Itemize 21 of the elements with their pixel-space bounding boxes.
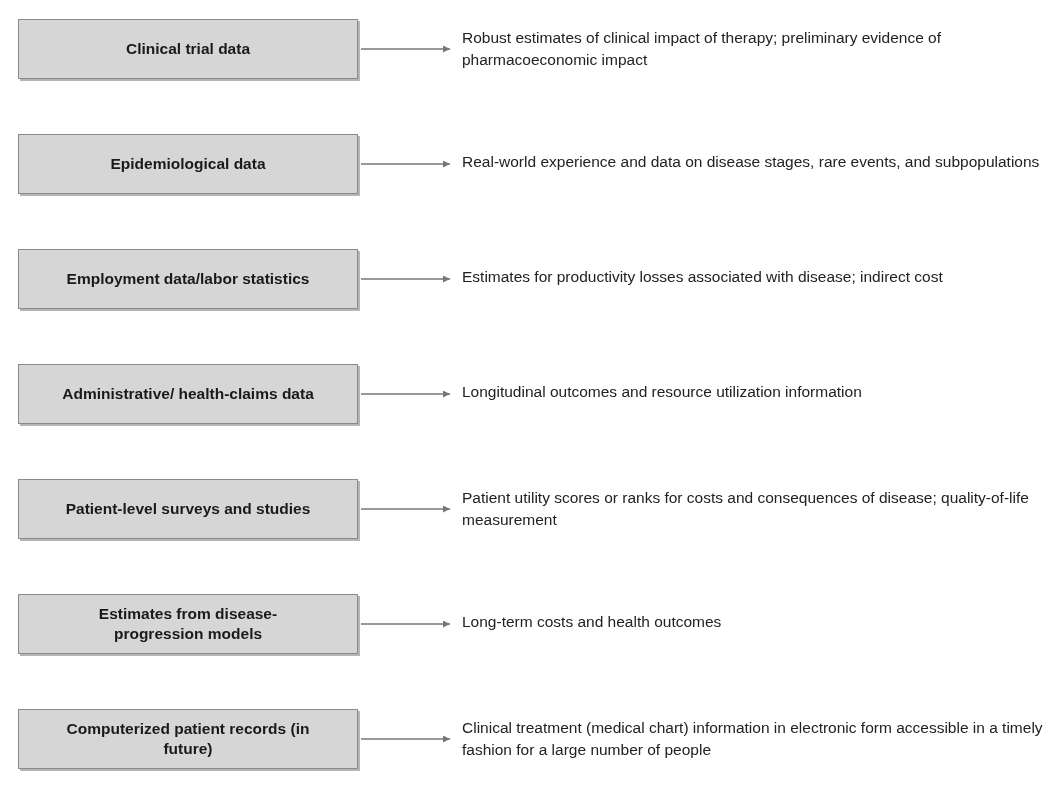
arrow	[360, 160, 451, 168]
description-text: Robust estimates of clinical impact of therapy; preliminary evidence of pharmacoeconomic impact	[462, 28, 942, 70]
description-text: Real-world experience and data on disease stages, rare events, and subpopulations	[462, 152, 1040, 173]
source-box: Patient-level surveys and studies	[18, 479, 358, 539]
source-box: Administrative/ health-claims data	[18, 364, 358, 424]
arrow	[360, 275, 451, 283]
source-box: Computerized patient records (in future)	[18, 709, 358, 769]
source-box: Epidemiological data	[18, 134, 358, 194]
description-text: Estimates for productivity losses associated with disease; indirect cost	[462, 267, 943, 288]
arrow	[360, 45, 451, 53]
description-text: Longitudinal outcomes and resource utilization information	[462, 382, 862, 403]
arrow	[360, 505, 451, 513]
description-text: Patient utility scores or ranks for costs and consequences of disease; quality-of-life measurement	[462, 488, 1030, 530]
arrow	[360, 620, 451, 628]
arrow	[360, 735, 451, 743]
description-text: Long-term costs and health outcomes	[462, 612, 722, 633]
arrow	[360, 390, 451, 398]
source-box: Employment data/labor statistics	[18, 249, 358, 309]
description-text: Clinical treatment (medical chart) information in electronic form accessible in a timely fashion for a large number of people	[462, 718, 1044, 760]
source-box: Clinical trial data	[18, 19, 358, 79]
source-box: Estimates from disease-progression models	[18, 594, 358, 654]
